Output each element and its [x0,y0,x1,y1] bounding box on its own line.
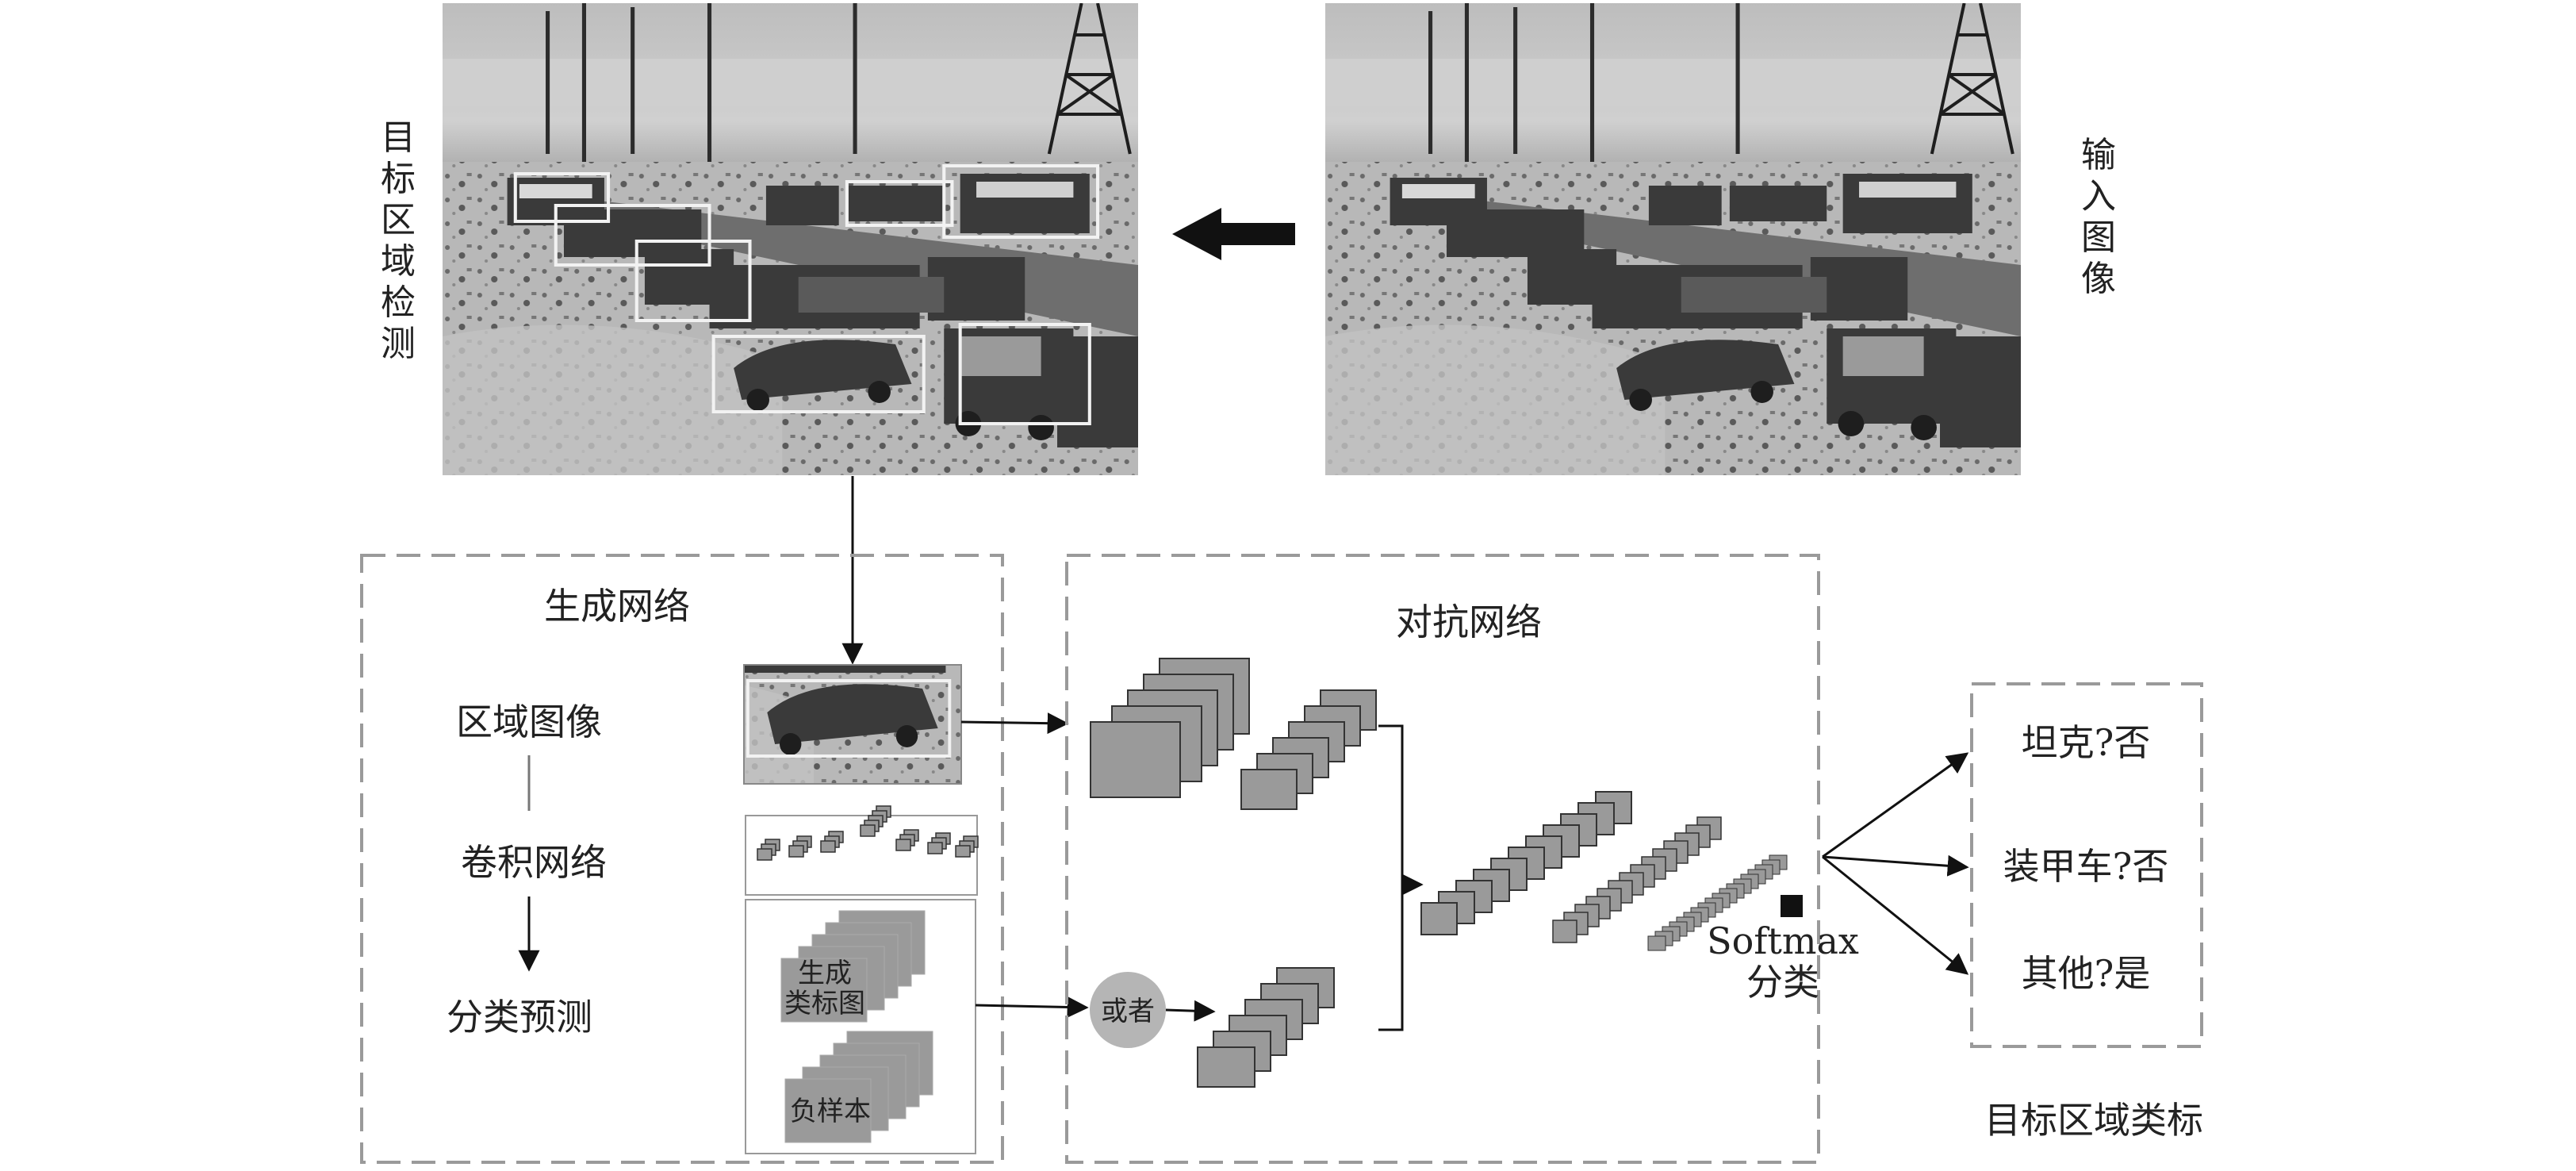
feature-map [1420,902,1458,935]
target-region-label: 目标区域类标 [1984,1099,2203,1142]
svg-text:测: 测 [381,324,416,364]
feature-map-mini [955,845,971,858]
feature-map [1197,1046,1255,1088]
detection-boxes [513,164,1100,425]
label-map-panel: 生成 类标图 负样本 [745,899,976,1154]
crop-to-adv-arrow [960,712,1069,735]
feature-map-mini [895,839,911,851]
output-tank: 坦克?否 [2022,721,2151,764]
svg-text:入: 入 [2081,176,2116,217]
output-box [1970,682,2203,1048]
output-arrows [1822,752,1969,975]
svg-text:输: 输 [2081,135,2116,175]
svg-text:目: 目 [381,117,416,158]
labelmap-to-or-arrow [975,996,1089,1018]
big-left-arrow-icon [1172,208,1295,260]
feature-strip-panel [745,805,979,896]
detection-image [443,3,1138,475]
deep-conv-stack-1 [1420,791,1632,935]
softmax-unit [1781,895,1803,917]
feature-map [1647,935,1666,951]
svg-text:区: 区 [381,200,416,240]
input-vertical-label: 输 入 图 像 [2081,135,2116,299]
feature-map [1240,769,1298,810]
output-apc: 装甲车?否 [2003,845,2169,888]
generator-title: 生成网络 [544,585,690,628]
or-node: 或者 [1090,972,1166,1048]
lower-conv-stack [1197,967,1335,1088]
conv-net-label: 卷积网络 [461,841,607,884]
output-other: 其他?是 [2022,952,2151,995]
detection-vertical-label: 目 标 区 域 检 测 [381,117,416,364]
svg-text:图: 图 [2081,217,2116,258]
gen-label-map-line1: 生成 [798,958,852,989]
region-image-label: 区域图像 [456,701,602,743]
feature-map-mini [820,840,836,853]
svg-text:域: 域 [381,241,416,282]
upper-conv-stack [1240,689,1377,810]
svg-text:检: 检 [381,282,416,323]
adversarial-title: 对抗网络 [1396,601,1542,643]
svg-text:像: 像 [2081,259,2116,299]
input-feature-stack [1090,658,1250,798]
feature-map-mini [927,842,943,854]
input-image [1325,3,2021,475]
or-to-conv-arrow [1165,1000,1216,1022]
deep-conv-stack-2 [1552,816,1722,943]
class-pred-label: 分类预测 [447,996,592,1039]
gen-label-map-line2: 类标图 [784,988,865,1019]
adversarial-box [1065,554,1820,1164]
generator-box [360,554,1004,1164]
merge-bracket [1378,724,1420,1031]
deep-conv-stack-3 [1647,854,1788,951]
region-crop-image [743,664,962,785]
negative-sample-label: 负样本 [790,1096,871,1127]
feature-map-mini [757,848,772,861]
classify-label: 分类 [1746,961,1819,1004]
feature-map [1552,920,1577,943]
svg-text:或者: 或者 [1101,996,1155,1027]
svg-text:标: 标 [381,159,416,199]
feature-map-mini [788,845,804,858]
softmax-label: Softmax [1707,920,1859,962]
feature-map-mini [860,824,876,837]
